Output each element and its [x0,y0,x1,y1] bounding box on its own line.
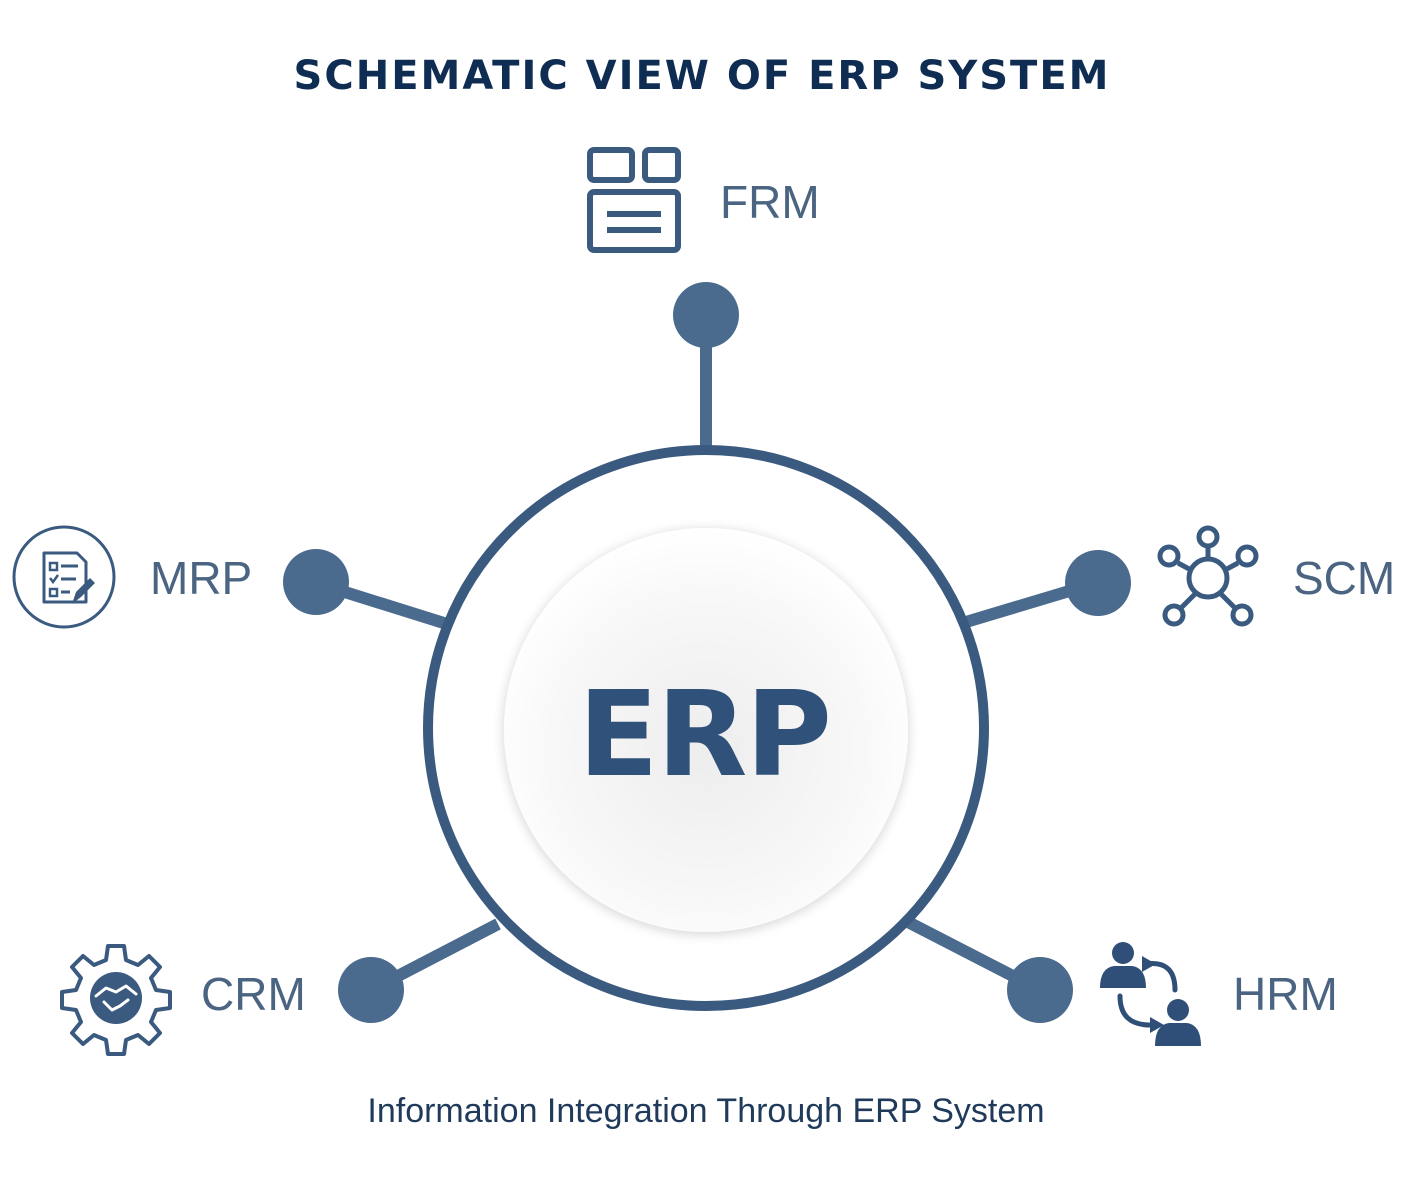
checklist-document-icon [12,525,116,629]
node-dot-mrp [283,549,349,615]
module-label-frm: FRM [720,176,820,228]
node-dots [283,282,1131,1023]
module-label-scm: SCM [1293,552,1395,604]
node-dot-hrm [1007,957,1073,1023]
module-label-mrp: MRP [150,552,252,604]
people-swap-icon [1100,942,1201,1046]
node-dot-frm [673,282,739,348]
erp-hub: ERP [423,445,989,1011]
node-dot-crm [338,957,404,1023]
network-hub-icon [1157,525,1259,627]
diagram-caption: Information Integration Through ERP Syst… [367,1092,1044,1130]
diagram-title: SCHEMATIC VIEW OF ERP SYSTEM [294,53,1111,99]
node-dot-scm [1065,550,1131,616]
erp-inner-disc [504,528,908,932]
module-label-crm: CRM [201,968,306,1020]
erp-center-label: ERP [578,665,830,803]
layout-panels-icon [587,147,681,253]
handshake-gear-icon [60,944,172,1056]
module-label-hrm: HRM [1233,968,1338,1020]
